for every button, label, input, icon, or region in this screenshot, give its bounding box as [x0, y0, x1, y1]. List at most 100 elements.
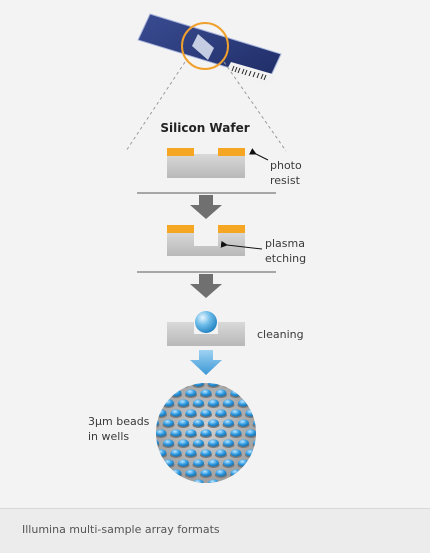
label-line: 3μm beads [88, 415, 150, 428]
bead [185, 429, 197, 437]
bead [193, 383, 204, 387]
label-line: resist [270, 174, 300, 187]
bead [208, 419, 219, 427]
well [260, 492, 272, 498]
well [156, 392, 167, 398]
bead [156, 369, 167, 376]
label-line: cleaning [257, 328, 304, 341]
bead [276, 389, 287, 396]
well [140, 372, 152, 378]
well [162, 482, 175, 483]
bead [268, 379, 279, 386]
bead [193, 399, 204, 407]
well [140, 392, 152, 398]
bead [126, 489, 137, 496]
well [260, 372, 272, 378]
bead [238, 479, 249, 483]
well [170, 492, 182, 498]
label-line: etching [265, 252, 307, 265]
bead [178, 479, 189, 483]
well [268, 442, 280, 448]
well [283, 442, 295, 448]
bead [133, 479, 144, 486]
bead [170, 449, 182, 457]
well [192, 482, 205, 483]
bead-ball [195, 311, 217, 333]
bead [253, 479, 256, 483]
bead [276, 409, 287, 416]
bead [268, 459, 279, 466]
well [125, 452, 137, 458]
well [215, 372, 227, 378]
bead [171, 369, 182, 376]
well [275, 452, 287, 458]
bead [163, 399, 174, 407]
well [283, 482, 295, 488]
bead [208, 459, 219, 467]
bead [245, 449, 256, 457]
well [162, 383, 175, 388]
bead [163, 459, 174, 467]
bead [133, 459, 144, 466]
well [275, 372, 287, 378]
well [252, 402, 256, 408]
well [275, 492, 287, 498]
well [260, 432, 272, 438]
bead [268, 399, 279, 406]
well [268, 422, 280, 428]
well [140, 492, 152, 498]
bead [170, 389, 182, 397]
bead [215, 389, 227, 397]
bead [253, 419, 256, 427]
down-arrow-icon [190, 274, 222, 298]
bead [276, 489, 287, 496]
well [275, 412, 287, 418]
well [252, 383, 256, 388]
step-cleaning-wafer [167, 311, 245, 346]
bead [126, 389, 137, 396]
bead [208, 399, 219, 407]
label-line: photo [270, 159, 302, 172]
bead [253, 439, 256, 447]
well [275, 432, 287, 438]
well [156, 462, 160, 468]
well [230, 492, 242, 498]
well [207, 482, 220, 483]
well [177, 383, 190, 388]
bead [268, 439, 279, 446]
bead [156, 469, 167, 477]
well [268, 462, 280, 468]
bead [246, 489, 257, 496]
step-etching-wafer [167, 225, 245, 256]
well [140, 452, 152, 458]
well [185, 492, 197, 498]
bead [283, 439, 294, 446]
well [245, 492, 257, 498]
bead [261, 469, 272, 476]
bead [178, 399, 189, 407]
bead [178, 459, 189, 467]
bead [178, 383, 189, 387]
label-cleaning: cleaning [257, 327, 304, 342]
bead [215, 449, 227, 457]
bead [200, 469, 212, 477]
beadchip-slide [137, 13, 282, 86]
well [185, 372, 197, 378]
bead [231, 369, 242, 376]
bead [245, 469, 256, 477]
well [260, 452, 272, 458]
well [283, 382, 295, 388]
bead [156, 439, 159, 447]
bead [215, 469, 227, 477]
bead [171, 489, 182, 496]
bead [178, 419, 189, 427]
bead [133, 399, 144, 406]
zoom-line-left [125, 61, 186, 152]
well [125, 492, 137, 498]
wafer-process-diagram [125, 13, 295, 498]
bead [200, 449, 212, 457]
bead [230, 469, 242, 477]
well [133, 382, 145, 388]
bead [156, 479, 159, 483]
bead [126, 369, 137, 376]
